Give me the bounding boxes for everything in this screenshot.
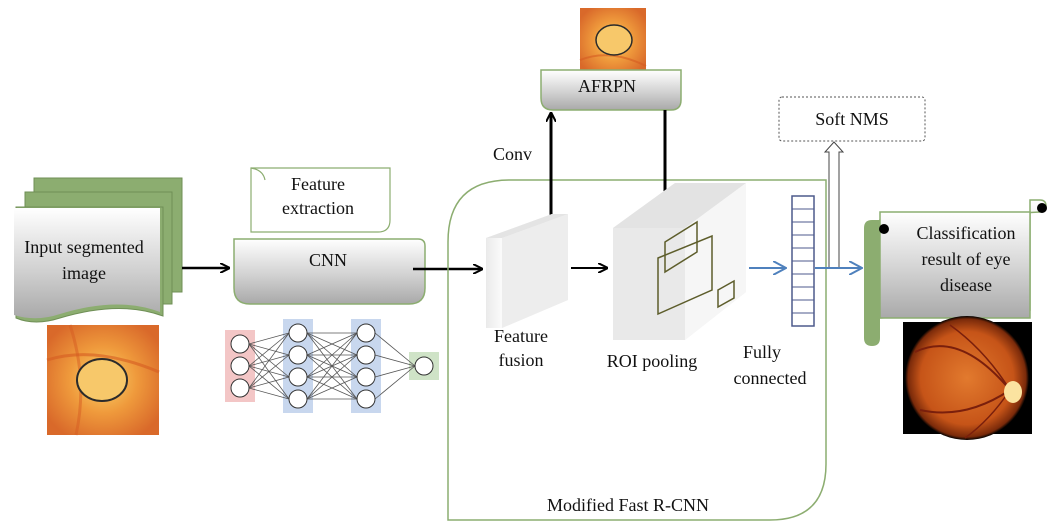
modified-fast-rcnn-label: Modified Fast R-CNN xyxy=(547,495,709,515)
conv-label: Conv xyxy=(493,144,532,164)
nn-connection xyxy=(374,354,416,367)
nn-node xyxy=(356,345,376,365)
input-label-line-1: Input segmented xyxy=(24,237,143,257)
roi-box-1 xyxy=(664,220,698,274)
nn-connection xyxy=(306,354,358,400)
afrpn-image xyxy=(579,8,647,74)
nn-connection xyxy=(248,332,290,345)
roi-box-2 xyxy=(657,234,713,316)
roi-pooling-block xyxy=(613,183,746,340)
classification-scroll: Classification result of eye disease xyxy=(864,199,1047,346)
nn-node xyxy=(288,323,308,343)
input-fundus-image xyxy=(46,324,160,436)
cnn-box: CNN xyxy=(233,238,426,305)
nn-node xyxy=(288,389,308,409)
neural-network-illustration xyxy=(225,319,439,413)
afrpn-box: AFRPN xyxy=(540,69,682,111)
nn-node xyxy=(230,356,250,376)
feature-extraction-line-2: extraction xyxy=(282,198,354,218)
nn-node xyxy=(356,367,376,387)
cnn-label: CNN xyxy=(309,250,347,270)
nn-connection xyxy=(374,365,416,400)
fully-connected-layer xyxy=(791,195,815,327)
output-fundus-image xyxy=(903,316,1032,440)
classification-line-1: Classification xyxy=(917,223,1016,243)
classification-line-3: disease xyxy=(940,275,992,295)
nn-connection xyxy=(248,332,290,367)
nn-connection xyxy=(374,332,416,367)
nn-connection xyxy=(374,365,416,378)
nn-node xyxy=(288,367,308,387)
soft-nms-label: Soft NMS xyxy=(815,109,889,129)
fully-connected-line-1: Fully xyxy=(743,342,781,362)
nn-connection xyxy=(306,332,358,378)
feature-fusion-line-1: Feature xyxy=(494,326,548,346)
arrow-fc-to-soft-nms xyxy=(823,141,845,267)
roi-pooling-label: ROI pooling xyxy=(607,351,698,371)
nn-node xyxy=(230,334,250,354)
feature-extraction-callout: Feature extraction xyxy=(250,167,391,233)
nn-node xyxy=(288,345,308,365)
roi-box-3 xyxy=(717,279,735,309)
nn-connection xyxy=(248,376,290,389)
classification-line-2: result of eye xyxy=(922,249,1011,269)
nn-connection xyxy=(248,332,290,389)
soft-nms-box xyxy=(778,96,926,142)
nn-connection xyxy=(248,354,290,389)
feature-fusion-block xyxy=(486,214,568,328)
modified-fast-rcnn-container xyxy=(447,179,827,521)
fully-connected-line-2: connected xyxy=(734,368,807,388)
nn-connection xyxy=(248,387,290,400)
nn-node xyxy=(414,356,434,376)
input-label-line-2: image xyxy=(62,263,106,283)
input-image-stack: Input segmented image xyxy=(14,177,183,323)
feature-fusion-line-2: fusion xyxy=(499,350,544,370)
afrpn-label: AFRPN xyxy=(578,76,636,96)
nn-node xyxy=(356,323,376,343)
nn-node xyxy=(356,389,376,409)
nn-node xyxy=(230,378,250,398)
nn-connection xyxy=(306,376,358,400)
feature-extraction-line-1: Feature xyxy=(291,174,345,194)
nn-connection xyxy=(306,332,358,400)
nn-connection xyxy=(306,332,358,356)
